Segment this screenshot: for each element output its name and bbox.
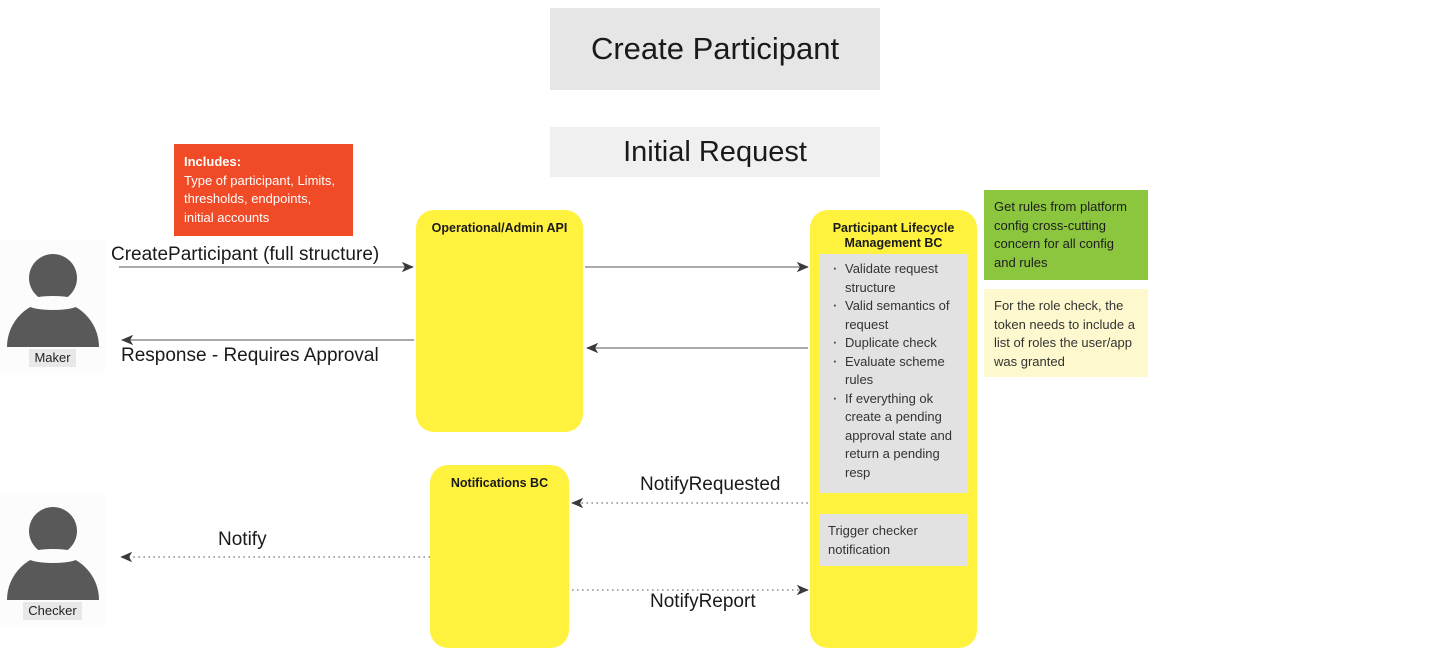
plm-checklist: Validate request structure Valid semanti… — [819, 254, 968, 493]
actor-maker[interactable]: Maker — [0, 240, 105, 372]
diagram-subtitle: Initial Request — [550, 127, 880, 177]
edge-label-response-approval: Response - Requires Approval — [121, 345, 379, 366]
service-title-notifications-bc: Notifications BC — [450, 476, 549, 490]
actor-checker-label: Checker — [23, 602, 82, 620]
note-platform-config: Get rules from platform config cross-cut… — [984, 190, 1148, 280]
note-trigger-checker-notification: Trigger checker notification — [819, 514, 968, 566]
list-item: Duplicate check — [832, 333, 960, 353]
list-item: If everything ok create a pending approv… — [832, 389, 960, 483]
list-item: Valid semantics of request — [832, 296, 960, 334]
list-item: Validate request structure — [832, 259, 960, 297]
person-icon — [6, 507, 99, 600]
note-includes-body: Type of participant, Limits, thresholds,… — [184, 172, 336, 225]
actor-checker[interactable]: Checker — [0, 493, 105, 625]
plm-title-line-1: Participant Lifecycle — [832, 221, 955, 235]
note-role-check: For the role check, the token needs to i… — [984, 289, 1148, 377]
edge-label-create-participant: CreateParticipant (full structure) — [111, 244, 380, 265]
service-box-notifications-bc[interactable]: Notifications BC — [430, 465, 569, 648]
person-icon — [6, 254, 99, 347]
actor-maker-label: Maker — [29, 349, 76, 367]
diagram-title: Create Participant — [550, 8, 880, 90]
edge-label-notify-report: NotifyReport — [650, 591, 756, 612]
service-box-operational-admin-api[interactable]: Operational/Admin API — [416, 210, 583, 432]
person-head-icon — [28, 507, 77, 555]
person-head-icon — [28, 254, 77, 302]
note-includes: Includes: Type of participant, Limits, t… — [174, 144, 353, 236]
note-includes-heading: Includes: — [184, 154, 242, 169]
list-item: Evaluate scheme rules — [832, 352, 960, 390]
service-title-participant-lifecycle-management-bc: Participant Lifecycle Management BC — [810, 221, 977, 251]
service-title-operational-admin-api: Operational/Admin API — [431, 221, 568, 235]
edge-label-notify: Notify — [218, 529, 267, 550]
plm-title-line-2: Management BC — [844, 236, 943, 250]
edge-label-notify-requested: NotifyRequested — [640, 474, 781, 495]
